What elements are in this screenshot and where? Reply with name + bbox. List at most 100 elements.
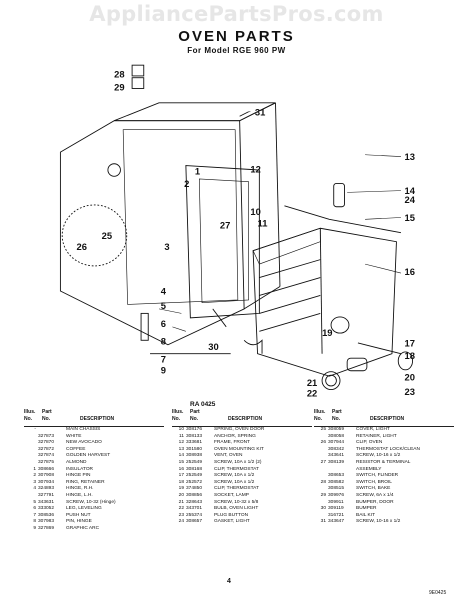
illus-number: 3	[33, 479, 36, 485]
illus-number: 25	[320, 427, 326, 432]
header-part-no: No.	[332, 416, 341, 422]
callout-10: 10	[250, 206, 260, 217]
part-number: 255374	[186, 512, 203, 518]
table-header: Illus. No. Part No. DESCRIPTION	[314, 409, 454, 427]
part-description: RETAINER, LIGHT	[356, 433, 397, 439]
callout-13: 13	[405, 151, 415, 162]
illus-number: 22	[178, 506, 184, 512]
part-number: 307934	[38, 479, 55, 485]
part-description: SPRING, OVEN DOOR	[214, 427, 265, 432]
part-number: 324893	[38, 486, 55, 492]
page-title: OVEN PARTS	[178, 28, 295, 45]
part-description: GRAPHIC ARC	[66, 525, 100, 531]
oven-cavity	[252, 227, 397, 377]
part-number: 327791	[38, 492, 55, 498]
part-description: BULB, OVEN LIGHT	[214, 506, 259, 512]
model-subtitle: For Model RGE 960 PW	[187, 46, 286, 55]
callout-14: 14	[405, 185, 416, 196]
callout-4: 4	[161, 286, 167, 297]
callout-28: 28	[114, 69, 124, 80]
callout-27: 27	[220, 219, 230, 230]
part-number: 308657	[186, 519, 203, 525]
callout-15: 15	[405, 212, 415, 223]
header-description: DESCRIPTION	[370, 416, 405, 422]
part-description: SCREW, 10-16 x 1/2	[356, 519, 401, 525]
part-description: PIN, HINGE	[66, 519, 92, 525]
illus-number: 11	[179, 433, 184, 439]
callout-30: 30	[208, 341, 218, 352]
callout-16: 16	[405, 266, 415, 277]
header-no: No.	[24, 416, 33, 422]
part-description: BUMPER, DOOR	[356, 499, 394, 505]
callout-9: 9	[161, 364, 166, 375]
illus-number: 14	[178, 453, 184, 459]
page-number: 4	[227, 578, 231, 585]
header-illus: Illus.	[24, 409, 36, 415]
part-description: SCREW, 10-32 x 5/8	[214, 499, 259, 505]
table-row: 327791 HINGE, L.H.	[24, 493, 164, 500]
part-number: 252549	[186, 473, 203, 479]
part-number: 327873	[38, 433, 55, 439]
part-number: 327872	[38, 446, 55, 452]
part-number: 309911	[328, 499, 344, 505]
part-number: 308342	[328, 446, 345, 452]
front-frame	[185, 165, 260, 319]
part-description: OVEN MOUNTING KIT	[214, 446, 264, 452]
callout-6: 6	[161, 318, 166, 329]
illus-number: 1	[33, 466, 36, 472]
illus-number: 7	[33, 512, 36, 518]
illus-number: 30	[320, 506, 326, 512]
part-description: MAIN CHASSIS	[66, 427, 101, 432]
illus-number: 2	[33, 473, 36, 479]
oven-light-bulb	[397, 351, 414, 371]
bottom-code: 9E0425	[429, 590, 447, 596]
part-description: RING, RETAINER	[66, 479, 105, 485]
part-number: 327874	[38, 453, 55, 459]
part-number: 307983	[38, 519, 55, 525]
parts-column-1: Illus. No. Part No. DESCRIPTION -MAIN CH…	[24, 409, 164, 533]
part-description: CLIP, THERMOSTAT	[214, 486, 259, 492]
part-description: SWITCH, BROIL	[356, 479, 392, 485]
callout-20: 20	[405, 372, 415, 383]
callout-23: 23	[405, 386, 415, 397]
part-description: FRAME, FRONT	[214, 440, 250, 446]
table-row: 327873 WHITE	[24, 434, 164, 441]
header-part-no: No.	[42, 416, 51, 422]
header-description: DESCRIPTION	[80, 416, 115, 422]
part-description: HINGE, R.H.	[66, 486, 94, 492]
part-number: 308058	[328, 433, 345, 439]
callout-18: 18	[405, 350, 415, 361]
part-description: PUSH NUT	[66, 512, 91, 518]
vent-hole	[107, 163, 121, 177]
part-description: HINGE, L.H.	[66, 492, 93, 498]
part-description: WHITE	[66, 433, 82, 439]
header-illus: Illus.	[314, 409, 326, 415]
callout-2: 2	[184, 178, 189, 189]
header-part: Part	[42, 409, 52, 415]
part-number: 252572	[186, 479, 203, 485]
part-description: VENT, OVEN	[214, 453, 243, 459]
part-number: 309976	[328, 492, 345, 498]
watermark: AppliancePartsPros.com	[89, 2, 384, 26]
hinge-spring	[243, 339, 263, 354]
illus-number: 17	[178, 473, 184, 479]
